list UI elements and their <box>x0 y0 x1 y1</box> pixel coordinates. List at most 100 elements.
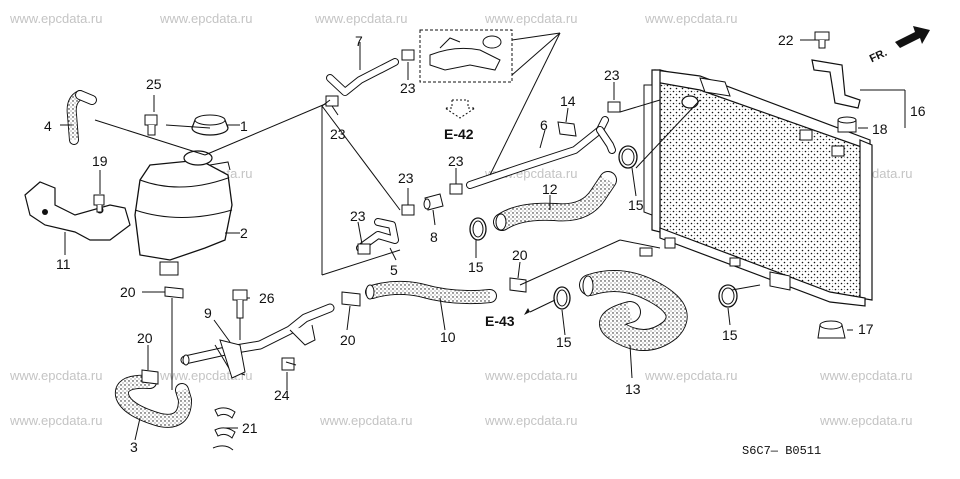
clamp-23 <box>401 204 415 216</box>
callout-25: 25 <box>146 76 162 92</box>
watermark: www.epcdata.ru <box>319 413 413 428</box>
callout-26: 26 <box>259 290 275 306</box>
watermark: www.epcdata.ru <box>484 413 578 428</box>
clamp-23 <box>449 183 463 195</box>
reference-arrow <box>443 99 477 119</box>
front-direction-label: FR. <box>868 47 889 65</box>
watermark: www.epcdata.ru <box>314 11 408 26</box>
bolt-25 <box>144 114 158 136</box>
callout-14: 14 <box>560 93 576 109</box>
radiator-bracket-16 <box>811 59 861 109</box>
watermark: www.epcdata.ru <box>484 11 578 26</box>
callout-23f: 23 <box>350 208 366 224</box>
callout-12: 12 <box>542 181 558 197</box>
callout-10: 10 <box>440 329 456 345</box>
callout-5: 5 <box>390 262 398 278</box>
radiator-lower-outlet <box>769 271 791 291</box>
e43-arrowhead <box>524 308 530 315</box>
radiator-side-bracket <box>643 84 653 216</box>
callout-19: 19 <box>92 153 108 169</box>
callout-20d: 20 <box>512 247 528 263</box>
callout-23c: 23 <box>604 67 620 83</box>
callout-23e: 23 <box>398 170 414 186</box>
callout-21: 21 <box>242 420 258 436</box>
reference-e43[interactable]: E-43 <box>485 313 515 329</box>
callout-6: 6 <box>540 117 548 133</box>
callout-15a: 15 <box>468 259 484 275</box>
bolt-26 <box>232 289 248 319</box>
callout-16: 16 <box>910 103 926 119</box>
reference-e42[interactable]: E-42 <box>444 126 474 142</box>
callout-23d: 23 <box>448 153 464 169</box>
watermark: www.epcdata.ru <box>484 368 578 383</box>
radiator-assembly <box>639 69 873 307</box>
callout-22: 22 <box>778 32 794 48</box>
hose-clamp-20 <box>141 369 159 385</box>
watermark: www.epcdata.ru <box>819 413 913 428</box>
callout-15d: 15 <box>722 327 738 343</box>
hose-13 <box>579 270 688 351</box>
callout-4: 4 <box>44 118 52 134</box>
reserve-tank-outlet <box>159 261 179 276</box>
hose-12 <box>493 171 617 231</box>
callout-20c: 20 <box>340 332 356 348</box>
bolt-22 <box>814 31 830 49</box>
watermark: www.epcdata.ru <box>9 11 103 26</box>
callout-9: 9 <box>204 305 212 321</box>
hose-clamp-20 <box>341 291 361 307</box>
reserve-tank <box>134 150 233 276</box>
grommet-18 <box>837 116 857 133</box>
watermark: www.epcdata.ru <box>159 368 253 383</box>
callout-13: 13 <box>625 381 641 397</box>
hose-clamp-15 <box>718 284 738 308</box>
callout-7: 7 <box>355 33 363 49</box>
radiator-mount-tab <box>664 237 676 249</box>
radiator-upper-inlet <box>681 95 699 109</box>
clamp-23 <box>357 243 371 255</box>
watermark: www.epcdata.ru <box>9 413 103 428</box>
hose-10 <box>365 280 497 305</box>
radiator-mount-tab <box>639 247 653 257</box>
front-direction-arrow: FR. <box>868 26 930 65</box>
cushion-17 <box>817 320 846 339</box>
watermark: www.epcdata.ru <box>644 11 738 26</box>
radiator-filler-neck <box>699 77 731 97</box>
fitting-8 <box>423 193 444 211</box>
radiator-side-tank <box>651 69 661 233</box>
callout-labels: 1 2 3 4 5 6 7 8 9 10 11 12 13 14 15 15 1… <box>44 32 926 455</box>
reserve-tank-cap <box>191 114 229 136</box>
watermark-layer: www.epcdata.ru www.epcdata.ru www.epcdat… <box>9 11 913 428</box>
callout-15c: 15 <box>556 334 572 350</box>
radiator-mount-tab <box>799 129 813 141</box>
hose-clamp-15 <box>469 217 487 241</box>
reserve-tank-body <box>134 159 233 261</box>
hose-clamp-15 <box>618 145 638 169</box>
tube-5 <box>356 218 399 252</box>
radiator-mount-tab <box>831 145 845 157</box>
bolt-24 <box>281 357 297 371</box>
tube-7 <box>326 58 399 96</box>
bolt-19 <box>93 194 105 213</box>
watermark: www.epcdata.ru <box>819 368 913 383</box>
radiator-right-frame <box>859 139 873 301</box>
callout-15b: 15 <box>628 197 644 213</box>
hose-clamp-20 <box>509 277 527 293</box>
watermark: www.epcdata.ru <box>644 368 738 383</box>
callout-3: 3 <box>130 439 138 455</box>
clamp-23 <box>401 49 415 61</box>
callout-24: 24 <box>274 387 290 403</box>
drawing-code: S6C7— B0511 <box>742 444 821 458</box>
radiator-mount-tab <box>729 257 741 267</box>
clamp-14 <box>557 121 577 137</box>
callout-2: 2 <box>240 225 248 241</box>
hose-clamp-15 <box>553 286 571 310</box>
clamp-23 <box>325 95 339 107</box>
watermark: www.epcdata.ru <box>9 368 103 383</box>
hose-clamp-20 <box>164 286 184 299</box>
leader-lines <box>60 39 906 441</box>
callout-8: 8 <box>430 229 438 245</box>
hose-clip-21 <box>212 407 236 451</box>
water-pipe-9 <box>180 303 335 379</box>
